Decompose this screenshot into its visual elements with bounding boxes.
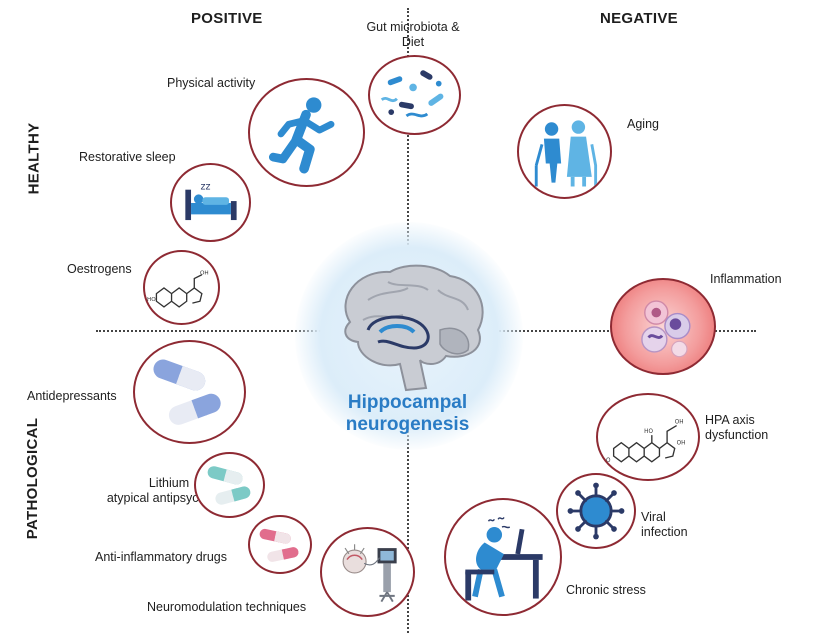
bacteria-icon	[380, 70, 444, 118]
physical-activity-circle	[248, 78, 365, 187]
hpa-axis-circle: O HO OH OH	[596, 393, 700, 481]
restorative-sleep-circle: zz	[170, 163, 251, 242]
aging-circle	[517, 104, 612, 199]
gut-label-line2: Diet	[401, 35, 425, 49]
oestrogens-label: Oestrogens	[67, 262, 132, 276]
virus-icon	[567, 482, 625, 540]
svg-text:O: O	[606, 458, 611, 464]
stressed-person-icon	[465, 516, 543, 601]
positive-header: POSITIVE	[191, 10, 263, 27]
inflammation-label: Inflammation	[710, 272, 782, 286]
pathological-label: PATHOLOGICAL	[24, 417, 41, 540]
antidepressants-label: Antidepressants	[27, 389, 117, 403]
teal-capsules-icon	[207, 466, 251, 505]
svg-text:OH: OH	[677, 441, 686, 447]
immune-cells-icon	[641, 300, 691, 358]
aging-label: Aging	[627, 117, 659, 131]
pink-capsules-icon	[259, 528, 299, 562]
gut-label-line1: Gut microbiota &	[366, 20, 460, 34]
center-title-line1: Hippocampal	[347, 392, 468, 413]
pill-capsules-icon	[153, 359, 221, 425]
svg-text:HO: HO	[644, 429, 653, 435]
gut-microbiota-circle	[368, 55, 461, 135]
svg-text:HO: HO	[147, 297, 156, 303]
bed-icon: zz	[185, 182, 237, 221]
running-person-icon	[268, 97, 335, 174]
viral-label: Viral infection	[641, 510, 688, 540]
center-title-line2: neurogenesis	[345, 414, 470, 435]
lithium-circle	[194, 452, 265, 518]
hpa-label: HPA axis dysfunction	[705, 413, 768, 443]
oestrogens-circle: HO OH	[143, 250, 220, 325]
svg-text:OH: OH	[200, 271, 209, 277]
cortisol-molecule-icon: O HO OH OH	[606, 420, 686, 464]
restorative-sleep-label: Restorative sleep	[79, 150, 176, 164]
svg-text:OH: OH	[675, 420, 684, 426]
viral-label-line2: infection	[641, 525, 688, 539]
svg-text:zz: zz	[201, 182, 211, 193]
viral-infection-circle	[556, 473, 636, 549]
negative-header: NEGATIVE	[600, 10, 678, 27]
viral-label-line1: Viral	[641, 510, 666, 524]
brain-stimulation-device-icon	[342, 544, 397, 603]
oestrogen-molecule-icon: HO OH	[147, 271, 209, 308]
gut-label: Gut microbiota & Diet	[358, 20, 468, 50]
brain-icon	[344, 264, 484, 392]
antidepressants-circle	[133, 340, 246, 444]
elderly-couple-icon	[534, 120, 598, 187]
healthy-label: HEALTHY	[25, 122, 43, 195]
physical-activity-label: Physical activity	[167, 76, 256, 90]
anti-inflammatory-label: Anti-inflammatory drugs	[95, 550, 227, 564]
neuromodulation-circle	[320, 527, 415, 617]
neuromodulation-label: Neuromodulation techniques	[147, 600, 307, 614]
chronic-stress-circle	[444, 498, 562, 616]
chronic-stress-label: Chronic stress	[566, 583, 646, 597]
inflammation-circle	[610, 278, 716, 375]
anti-inflammatory-circle	[248, 515, 312, 574]
center-title: Hippocampal neurogenesis	[300, 392, 515, 436]
lithium-label-line1: Lithium	[148, 476, 190, 490]
hpa-label-line2: dysfunction	[705, 428, 769, 442]
hpa-label-line1: HPA axis	[705, 413, 755, 427]
